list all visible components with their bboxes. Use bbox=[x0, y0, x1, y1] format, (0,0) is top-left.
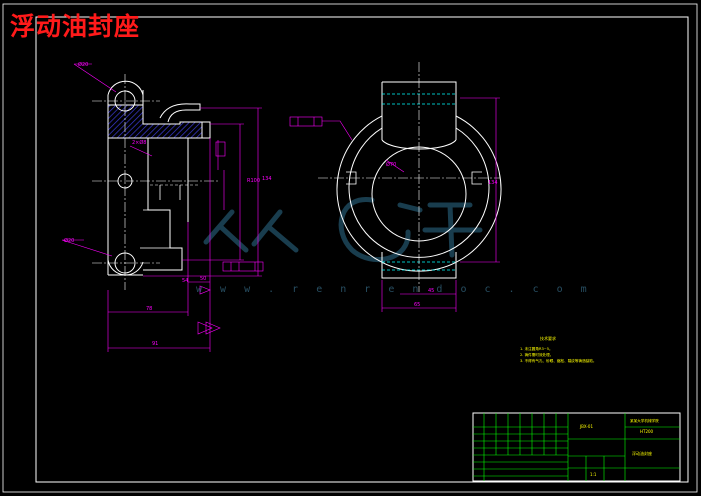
tb-school: 某某大学机械学院 bbox=[630, 418, 659, 423]
side-dim-text: 134 65 45 Ø70 bbox=[386, 161, 498, 308]
watermark-url: w w w . r e n r e n d o c . c o m bbox=[196, 284, 593, 295]
drawing-title: 浮动油封座 bbox=[10, 12, 141, 41]
side-centerlines bbox=[318, 62, 500, 292]
tb-material: HT200 bbox=[640, 429, 654, 434]
front-dim-text: Ø20 Ø20 91 78 54 50 R100 134 2×Ø8 bbox=[64, 61, 272, 347]
notes-item-1: 1. 未注圆角R3~5。 bbox=[520, 347, 553, 351]
svg-text:78: 78 bbox=[146, 306, 152, 312]
svg-text:65: 65 bbox=[414, 302, 420, 308]
svg-text:R100: R100 bbox=[247, 178, 260, 184]
tb-part-name: 浮动油封座 bbox=[632, 450, 652, 456]
side-view bbox=[318, 62, 502, 292]
watermark-logo bbox=[203, 197, 483, 263]
tb-scale: 1:1 bbox=[590, 472, 597, 477]
lug-top bbox=[107, 80, 144, 96]
title-block bbox=[472, 412, 681, 482]
front-centerlines bbox=[92, 74, 220, 290]
hook-detail bbox=[159, 103, 201, 123]
svg-text:134: 134 bbox=[488, 180, 498, 186]
svg-text:Ø20: Ø20 bbox=[78, 61, 88, 68]
svg-text:50: 50 bbox=[200, 276, 206, 282]
svg-text:91: 91 bbox=[152, 341, 158, 347]
front-view bbox=[92, 74, 220, 290]
body-inner bbox=[108, 137, 188, 249]
svg-text:45: 45 bbox=[428, 288, 434, 294]
svg-text:Ø70: Ø70 bbox=[386, 161, 396, 168]
side-dimensions bbox=[289, 97, 500, 312]
svg-text:Ø20: Ø20 bbox=[64, 237, 74, 244]
slot-lines bbox=[159, 185, 181, 200]
front-dimensions bbox=[61, 63, 264, 352]
notes-item-3: 3. 不得有气孔、砂眼、缩松、裂纹等铸造缺陷。 bbox=[520, 359, 597, 363]
tb-part-code: JBX-01 bbox=[579, 424, 593, 429]
svg-text:2×Ø8: 2×Ø8 bbox=[132, 139, 147, 146]
notes-item-2: 2. 铸件需时效处理。 bbox=[520, 353, 554, 357]
outer-border bbox=[2, 3, 698, 493]
svg-text:134: 134 bbox=[262, 176, 272, 182]
inner-border bbox=[35, 16, 689, 483]
notes-heading: 技术要求 bbox=[540, 336, 556, 341]
tech-notes: 技术要求 1. 未注圆角R3~5。 2. 铸件需时效处理。 3. 不得有气孔、砂… bbox=[520, 336, 597, 363]
svg-text:54: 54 bbox=[182, 278, 188, 284]
